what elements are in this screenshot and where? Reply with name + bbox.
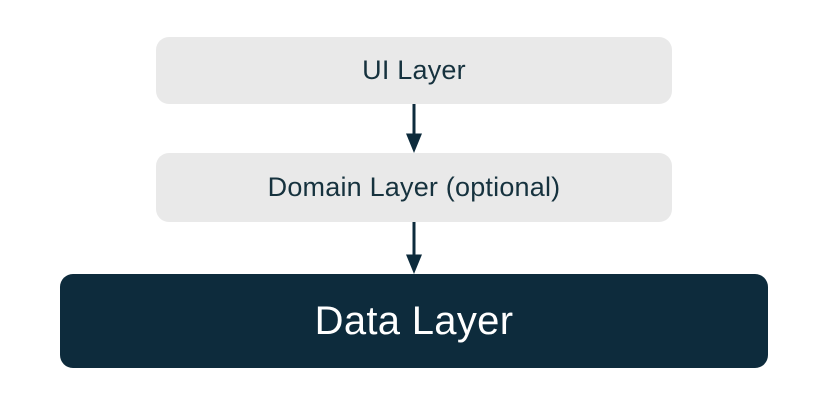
node-data-layer-label: Data Layer bbox=[314, 298, 514, 343]
node-domain-layer-label: Domain Layer (optional) bbox=[267, 172, 561, 202]
node-domain-layer: Domain Layer (optional) bbox=[156, 153, 672, 222]
node-data-layer: Data Layer bbox=[60, 274, 768, 368]
node-ui-layer: UI Layer bbox=[156, 37, 672, 104]
arrow-down-icon bbox=[406, 104, 422, 153]
arrow-down-icon bbox=[406, 222, 422, 274]
node-ui-layer-label: UI Layer bbox=[362, 55, 466, 85]
